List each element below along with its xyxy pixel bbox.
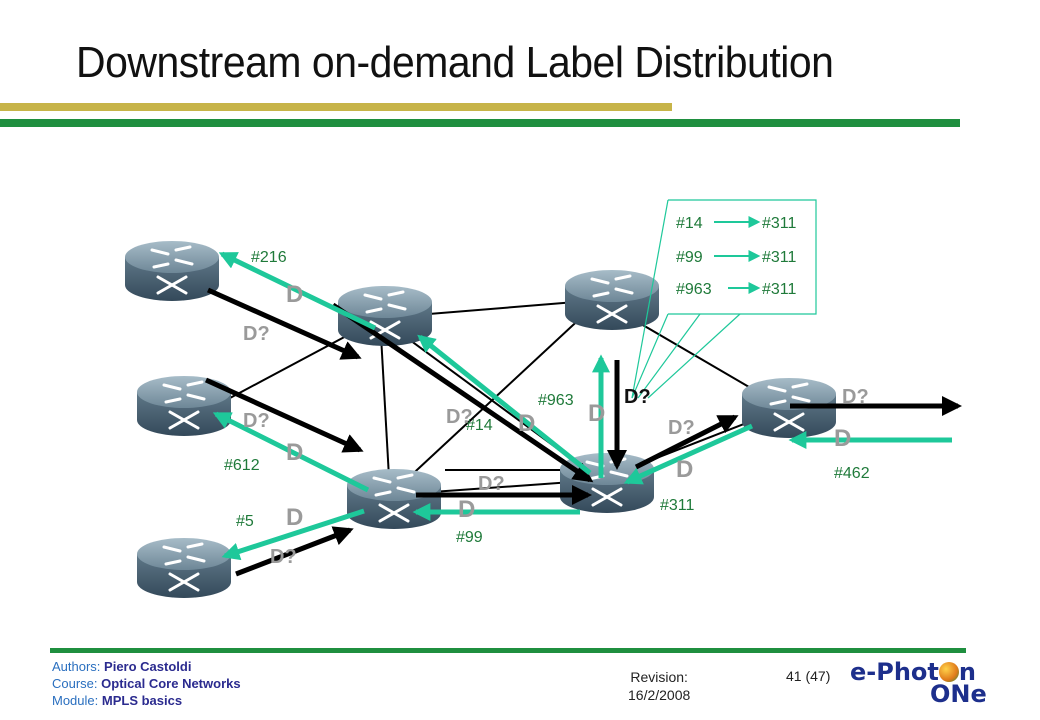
revision-date: 16/2/2008 bbox=[628, 687, 691, 703]
reply-markers: D D D D D D D D bbox=[286, 281, 851, 531]
request-marker: D? bbox=[270, 546, 297, 568]
logo-text: ONe bbox=[930, 680, 987, 708]
label-table-callout: #14 #311 #99 #311 #963 #311 bbox=[631, 199, 817, 399]
module-key: Module: bbox=[52, 693, 99, 708]
label-value: #462 bbox=[834, 465, 870, 482]
authors-value: Piero Castoldi bbox=[104, 659, 192, 674]
reply-marker: D bbox=[286, 504, 303, 531]
request-marker: D? bbox=[842, 386, 869, 408]
logo-text: e-Phot bbox=[850, 658, 939, 686]
reply-marker: D bbox=[286, 281, 303, 308]
label-value: #14 bbox=[466, 417, 493, 434]
router-icon bbox=[135, 536, 233, 600]
revision-info: Revision: 16/2/2008 bbox=[628, 668, 690, 704]
label-values: #216 #612 #5 #963 #14 #99 #311 #462 bbox=[224, 249, 870, 546]
label-value: #5 bbox=[236, 513, 254, 530]
page-number: 41 (47) bbox=[786, 668, 831, 684]
reply-arrows bbox=[212, 251, 952, 561]
router-icon bbox=[345, 467, 443, 531]
label-table-out: #311 bbox=[762, 215, 797, 232]
request-marker: D? bbox=[478, 473, 505, 495]
request-markers: D? D? D? D? D? D? D? D? bbox=[243, 323, 869, 568]
router-icon bbox=[123, 239, 221, 303]
reply-marker: D bbox=[588, 400, 605, 427]
reply-marker: D bbox=[518, 410, 535, 437]
authors-key: Authors: bbox=[52, 659, 101, 674]
router-icon bbox=[563, 268, 661, 332]
logo-text: n bbox=[958, 658, 976, 686]
request-marker: D? bbox=[624, 386, 651, 408]
reply-marker: D bbox=[286, 439, 303, 466]
module-value: MPLS basics bbox=[101, 693, 183, 708]
request-marker: D? bbox=[446, 406, 473, 428]
course-key: Course: bbox=[52, 676, 98, 691]
ephoton-logo: e-Phot n ONe bbox=[850, 658, 987, 714]
footer-rule bbox=[50, 648, 966, 653]
request-marker: D? bbox=[668, 417, 695, 439]
request-marker: D? bbox=[243, 410, 270, 432]
title-rule-green bbox=[0, 119, 960, 127]
footer-credits: Authors: Piero Castoldi Course: Optical … bbox=[52, 658, 241, 709]
label-value: #216 bbox=[251, 249, 287, 266]
label-table-out: #311 bbox=[762, 249, 797, 266]
label-table-in: #963 bbox=[676, 281, 712, 298]
request-arrows bbox=[204, 287, 962, 577]
label-value: #99 bbox=[456, 529, 483, 546]
title-rule-gold bbox=[0, 103, 672, 111]
revision-label: Revision: bbox=[630, 669, 688, 685]
slide-title: Downstream on-demand Label Distribution bbox=[76, 38, 834, 87]
globe-icon bbox=[938, 662, 959, 682]
label-value: #311 bbox=[660, 497, 695, 514]
reply-marker: D bbox=[458, 496, 475, 523]
label-table-in: #99 bbox=[676, 249, 703, 266]
physical-links bbox=[229, 299, 786, 496]
label-value: #612 bbox=[224, 457, 260, 474]
label-table-out: #311 bbox=[762, 281, 797, 298]
reply-marker: D bbox=[676, 456, 693, 483]
label-value: #963 bbox=[538, 392, 574, 409]
request-marker: D? bbox=[243, 323, 270, 345]
course-value: Optical Core Networks bbox=[101, 676, 241, 691]
reply-marker: D bbox=[834, 425, 851, 452]
label-table-in: #14 bbox=[676, 215, 703, 232]
